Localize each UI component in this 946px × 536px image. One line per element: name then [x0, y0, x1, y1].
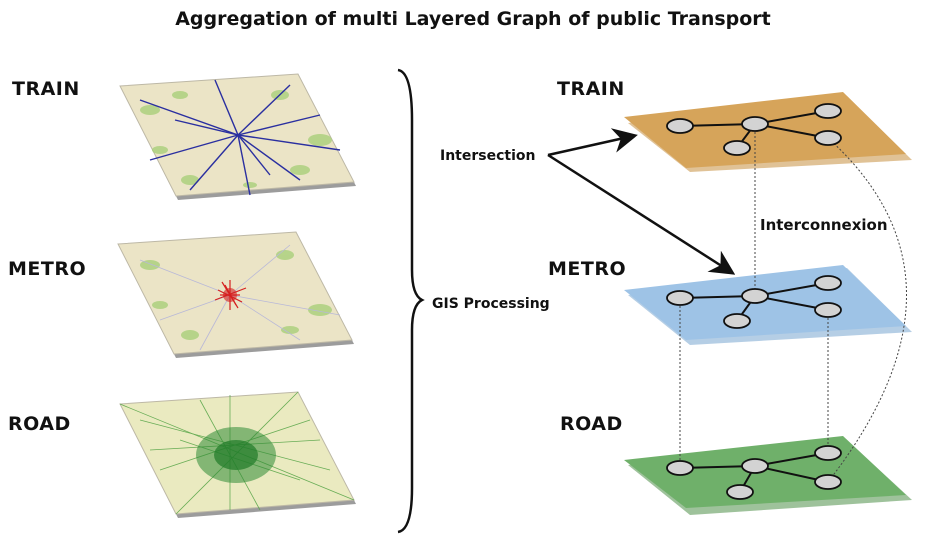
left-label-train: TRAIN	[12, 78, 80, 100]
train-graph-layer	[624, 92, 912, 172]
road-graph-layer	[624, 436, 912, 515]
left-label-metro: METRO	[8, 258, 87, 280]
grouping-brace	[397, 68, 425, 534]
diagram-title: Aggregation of multi Layered Graph of pu…	[175, 8, 771, 30]
road-map-layer	[119, 391, 356, 518]
interconnexion-lines	[679, 124, 907, 483]
train-map-layer	[119, 73, 356, 200]
left-label-road: ROAD	[8, 413, 71, 435]
road-graph	[666, 445, 842, 500]
right-label-metro: METRO	[548, 258, 627, 280]
interconnexion-label: Interconnexion	[760, 216, 888, 234]
train-graph	[666, 103, 842, 156]
intersection-arrows	[547, 128, 736, 275]
metro-map-layer	[117, 231, 354, 358]
gis-processing-label: GIS Processing	[432, 296, 550, 312]
metro-graph-layer	[624, 265, 912, 345]
metro-graph	[666, 275, 842, 329]
right-label-train: TRAIN	[557, 78, 625, 100]
right-label-road: ROAD	[560, 413, 623, 435]
intersection-label: Intersection	[440, 148, 536, 164]
